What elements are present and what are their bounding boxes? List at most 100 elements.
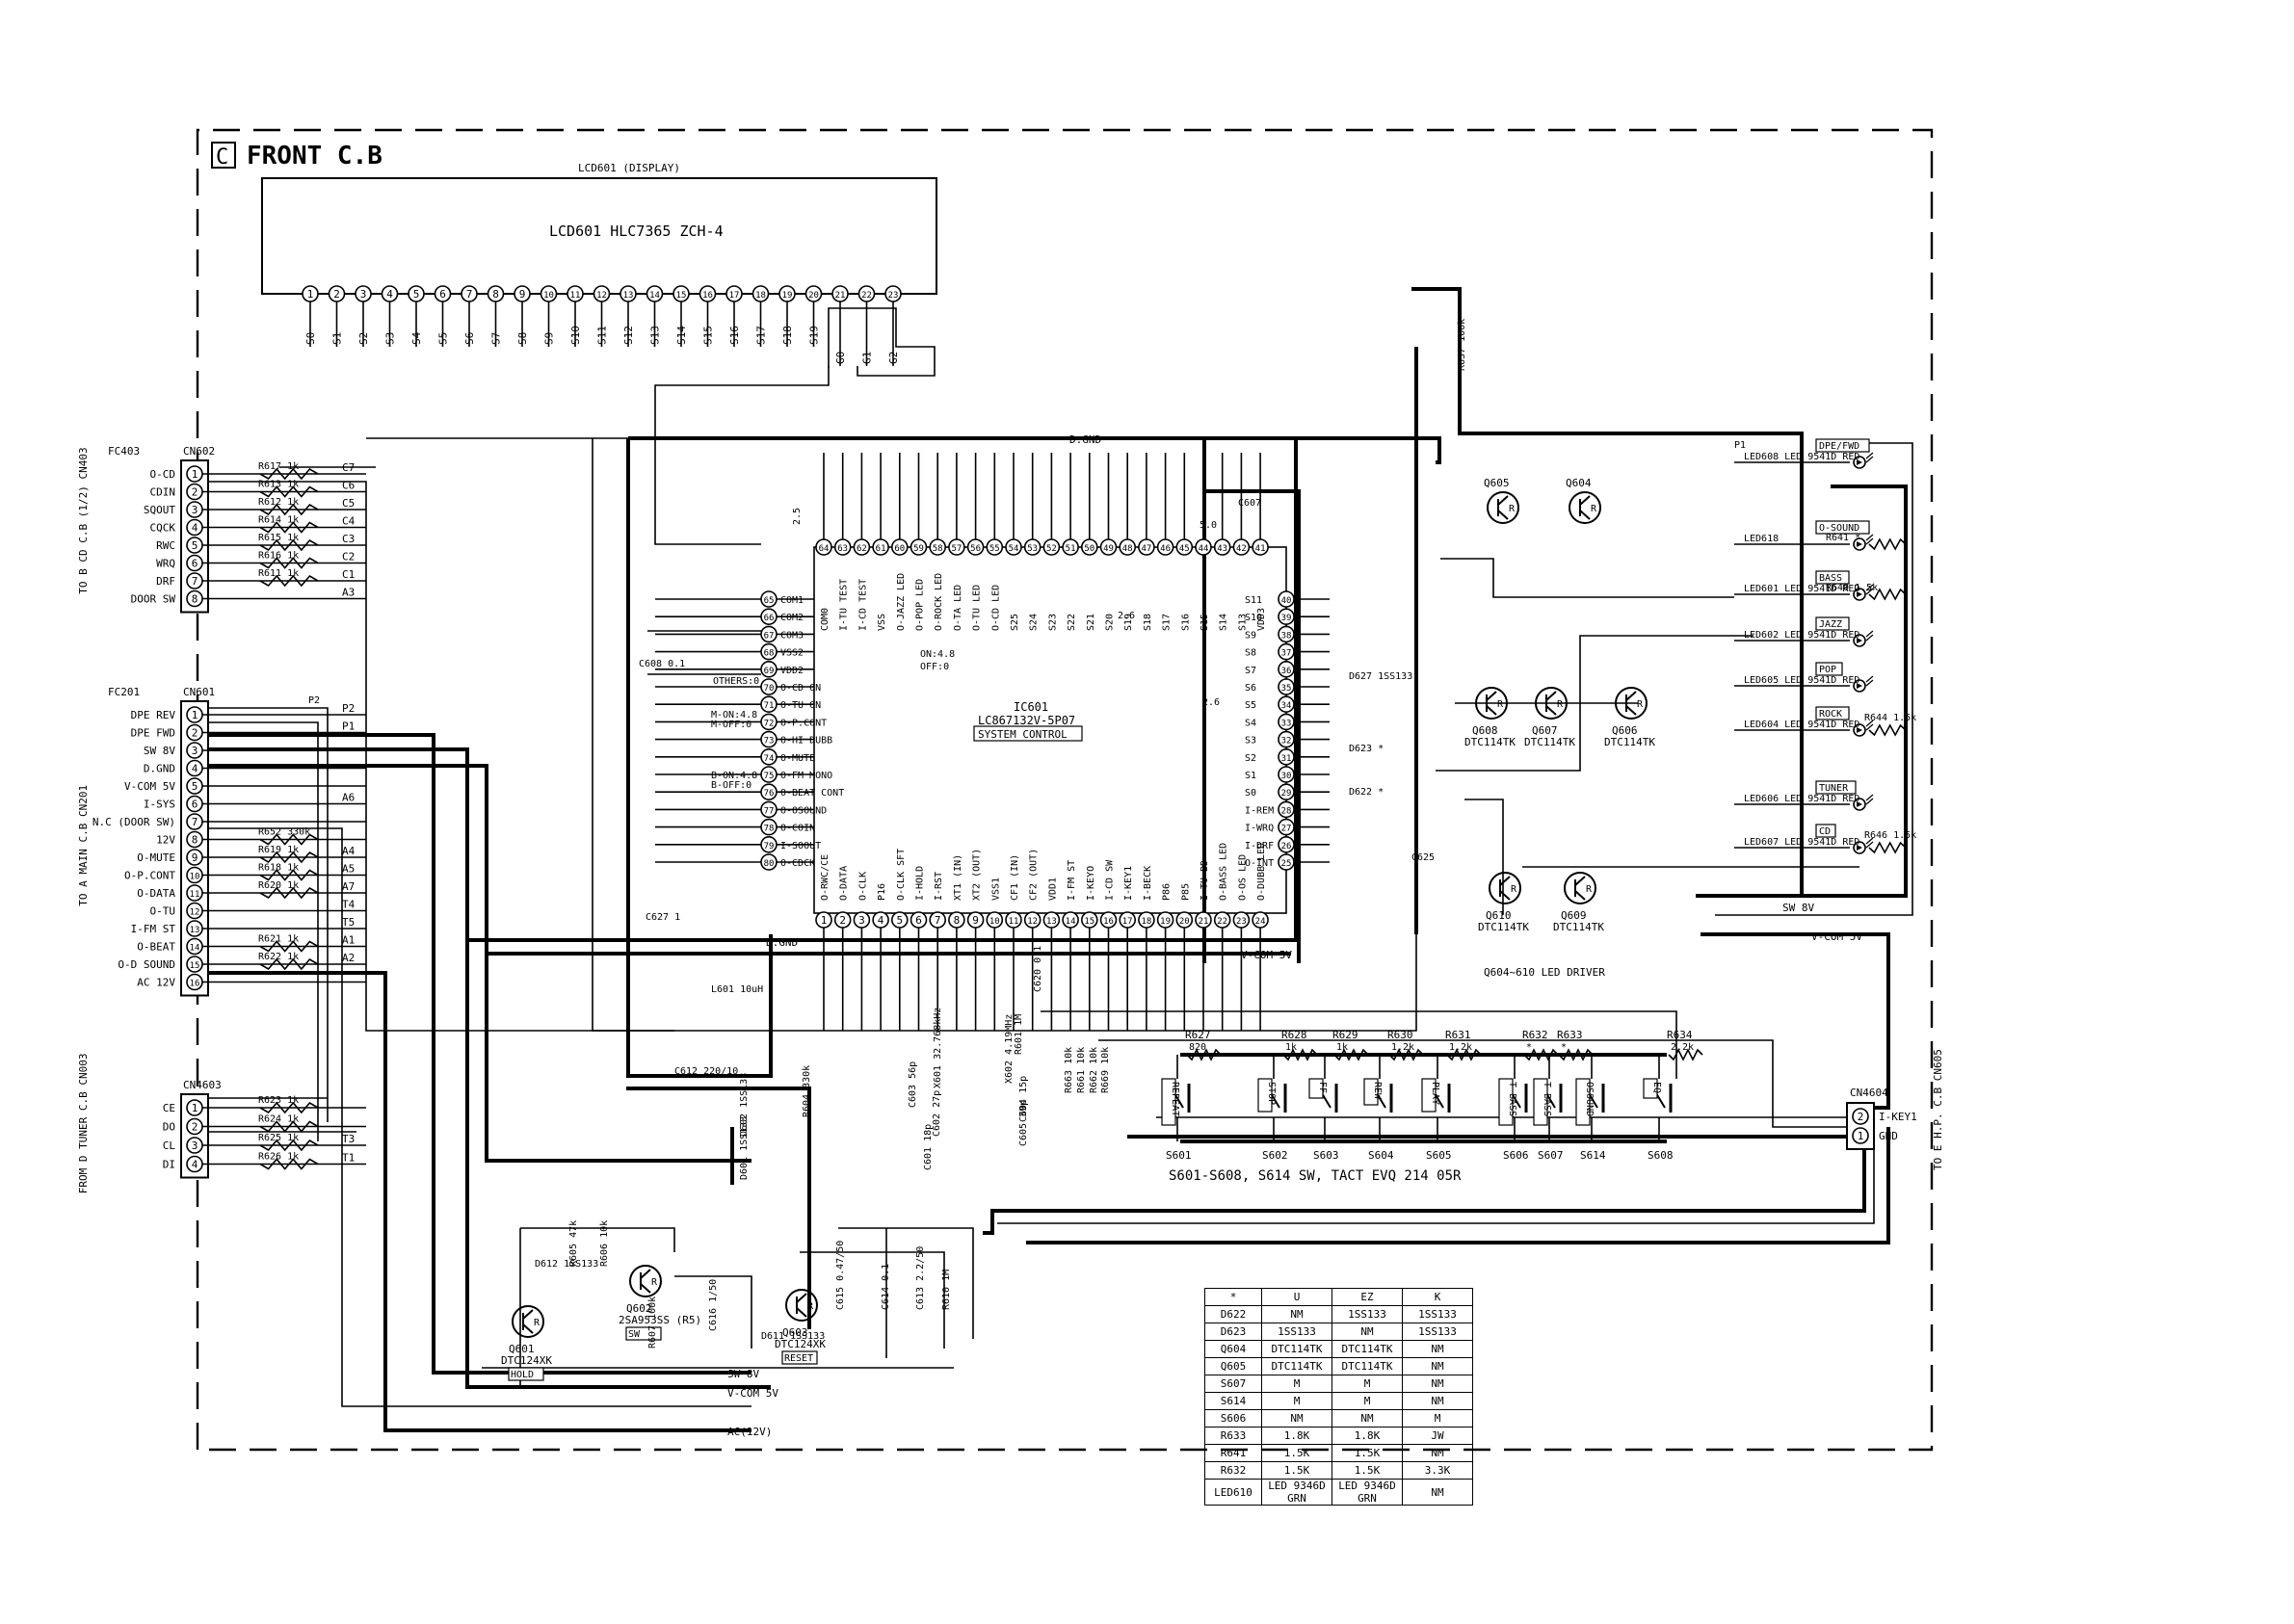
pin-number: 11 (570, 291, 581, 301)
pin-number: 60 (894, 544, 905, 554)
pin-number: 76 (764, 789, 775, 799)
led-tag: JAZZ (1819, 619, 1842, 630)
cn4603-pin: 1 (186, 1099, 203, 1116)
voltage-note: OTHERS:0 (713, 676, 759, 687)
table-cell: 1.8K (1332, 1427, 1403, 1445)
switch-tag-box (1643, 1078, 1658, 1099)
led-diode-icon (1857, 801, 1862, 807)
pin-number: 32 (1281, 737, 1292, 747)
part-label: D622 * (1349, 787, 1384, 798)
ic-pin-bottom: 9 (966, 911, 985, 929)
switch-tag: EQ (1651, 1082, 1662, 1093)
pin-number: 38 (1281, 631, 1292, 641)
cn602-pin: 6 (186, 554, 203, 572)
led-label: LED608 LED 9541D RED (1744, 452, 1859, 462)
transistor-bias-mark: R (807, 1301, 814, 1312)
lcd-seg-label: S9 (543, 332, 556, 345)
transistor-ref: Q602 (626, 1302, 652, 1315)
cn602-pin: 4 (186, 518, 203, 537)
transistor-icon (629, 1265, 662, 1297)
ic-pin-top: 57 (948, 538, 965, 556)
switch-tag-box (1575, 1078, 1591, 1126)
wire (1865, 675, 1874, 687)
switch-ref: S601 (1166, 1149, 1192, 1162)
pin-number: 74 (764, 754, 775, 764)
ic-pin-label: S9 (1245, 630, 1256, 641)
lcd-seg-label: S18 (781, 326, 794, 345)
pin-number: 33 (1281, 719, 1292, 728)
pin-number: 10 (543, 291, 554, 301)
part-label: P1 (1734, 440, 1746, 451)
resistor-label: R640 1.5k (1826, 583, 1878, 593)
cn601-pin: 13 (186, 920, 203, 937)
ic-pin-label: O-COIN (780, 824, 815, 834)
led-label: LED605 LED 9541D RED (1744, 675, 1859, 686)
cn602-fc: FC403 (108, 445, 140, 458)
resistor-symbol (259, 1139, 319, 1152)
lcd-seg-label: S8 (516, 332, 529, 345)
pin-number: 30 (1281, 772, 1292, 781)
voltage-note: 2.6 (1118, 611, 1135, 621)
led-label: LED618 (1744, 534, 1779, 544)
ic-pin-label: COM1 (780, 595, 804, 606)
ic-pin-top: 44 (1195, 538, 1212, 556)
resistor-symbol (259, 467, 319, 481)
ic-pin-right: 26 (1278, 835, 1295, 853)
ic-pin-bottom: 6 (910, 911, 928, 929)
ic-pin-bottom: 2 (833, 911, 852, 929)
switch-tag: T-BASS (1542, 1082, 1552, 1116)
ic-pin-label: O-POP LED (915, 579, 926, 631)
resistor-value: 1.2k (1391, 1042, 1414, 1053)
ic-pin-label: S13 (1237, 614, 1248, 631)
switch-ref: S602 (1262, 1149, 1288, 1162)
ic-pin-top: 54 (1005, 538, 1022, 556)
ic-pin-top: 59 (910, 538, 928, 556)
pin-number: 79 (764, 842, 775, 851)
pin-number: 21 (1199, 917, 1209, 927)
part-label: D612 1SS133 (535, 1259, 598, 1270)
voltage-note: ON:4.8 (920, 649, 955, 660)
resistor-symbol (259, 1158, 319, 1170)
ic-pin-label: O-CLK (857, 872, 868, 901)
table-cell: D622 (1204, 1305, 1262, 1323)
net-sw8v-2: SW 8V (727, 1368, 759, 1380)
ic-pin-top: 49 (1099, 538, 1118, 556)
ic-pin-label: S16 (1180, 614, 1191, 631)
switch-tag-box (1257, 1078, 1273, 1113)
transistor-icon (1475, 687, 1508, 720)
pin-number: 5 (413, 288, 420, 301)
table-cell: D623 (1204, 1323, 1262, 1341)
net-label: T1 (342, 1152, 355, 1165)
lcd-seg-label: S7 (490, 332, 503, 345)
transistor-icon (512, 1305, 544, 1338)
table-cell: NM (1332, 1323, 1403, 1341)
ic-pin-label: I-SOOUT (780, 841, 821, 851)
pin-number: 1 (307, 288, 314, 301)
transistor-bias-mark: R (1497, 699, 1504, 710)
ic-pin-bottom: 23 (1232, 911, 1251, 929)
ic-pin-label: S19 (1123, 614, 1134, 631)
pin-number: 4 (386, 288, 393, 301)
table-cell: 1SS133 (1402, 1323, 1473, 1341)
lcd-caption: LCD601 (DISPLAY) (578, 162, 680, 174)
table-cell: DTC114TK (1332, 1357, 1403, 1375)
resistor-symbol (259, 957, 319, 971)
cn601-signal: N.C (DOOR SW) (92, 816, 175, 828)
resistor-symbol (259, 851, 319, 864)
led-tag-box (1815, 662, 1843, 676)
resistor-ref: R630 (1387, 1029, 1413, 1041)
ic-pin-label: S2 (1245, 753, 1256, 764)
lcd-pin: 1 (302, 285, 319, 302)
cn601-signal: V-COM 5V (124, 780, 175, 793)
resistor-symbol (1388, 1048, 1424, 1061)
pin-number: 12 (1027, 917, 1038, 927)
table-cell: * (1204, 1288, 1262, 1306)
ic-pin-label: S14 (1219, 614, 1229, 631)
part-label: D611 1SS133 (761, 1331, 825, 1342)
cn601-signal: O-P.CONT (124, 870, 175, 882)
part-label: X601 32.768kHz (933, 1008, 943, 1088)
switch-ref: S605 (1426, 1149, 1452, 1162)
